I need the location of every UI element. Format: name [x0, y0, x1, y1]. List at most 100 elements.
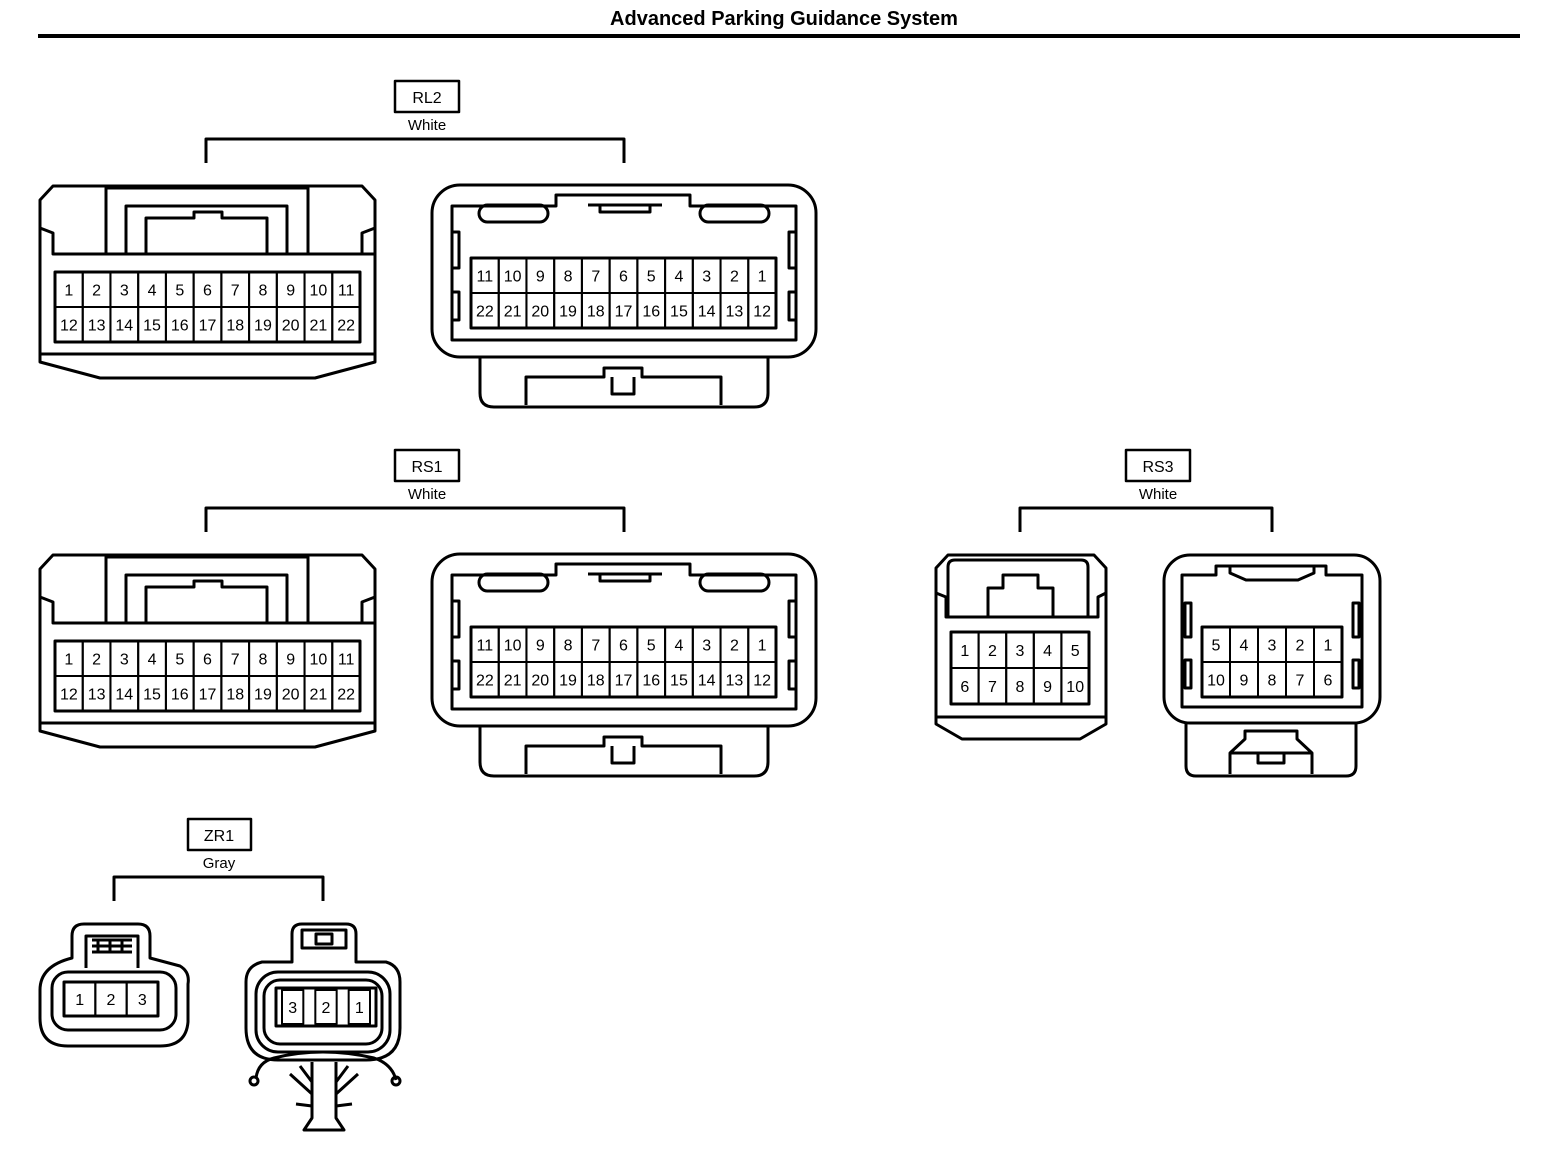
- connector-side-notch: [935, 591, 1107, 619]
- terminal-number: 1: [758, 268, 767, 285]
- connector-latch: [1228, 566, 1316, 582]
- connector-bracket: [204, 137, 626, 163]
- terminal-number: 9: [1043, 679, 1052, 696]
- page-title: Advanced Parking Guidance System: [610, 8, 958, 30]
- connector-label-box: [393, 79, 461, 114]
- connector-id: RL2: [412, 90, 441, 107]
- terminal-number: 1: [758, 637, 767, 654]
- terminal-number: 16: [642, 303, 660, 320]
- mounting-clip-wings: [254, 1050, 398, 1081]
- terminal-number: 18: [226, 317, 244, 334]
- connector-side-tab: [787, 659, 798, 691]
- terminal-number: 21: [310, 317, 328, 334]
- connector-bottom-latch: [478, 357, 770, 409]
- terminal-number: 4: [1240, 637, 1249, 654]
- connector-color: White: [1139, 486, 1177, 503]
- terminal-number: 21: [504, 303, 522, 320]
- terminal-number: 2: [322, 1000, 331, 1017]
- terminal-number: 7: [988, 679, 997, 696]
- terminal-number: 13: [88, 317, 106, 334]
- connector-lock: [84, 934, 140, 968]
- terminal-number: 5: [647, 637, 656, 654]
- connector-id: RS3: [1142, 459, 1173, 476]
- terminal-number: 11: [338, 282, 355, 299]
- connector-housing: [1162, 553, 1382, 725]
- mounting-clip-tip: [248, 1075, 260, 1087]
- connector-side-tab: [450, 230, 461, 270]
- terminal-number: 7: [1296, 672, 1305, 689]
- terminal-number: 16: [171, 317, 189, 334]
- terminal-number: 2: [730, 637, 739, 654]
- terminal-number: 3: [702, 268, 711, 285]
- terminal-number: 19: [559, 303, 577, 320]
- terminal-number: 1: [960, 643, 969, 660]
- connector-base: [934, 717, 1108, 741]
- terminal-number: 6: [619, 268, 628, 285]
- terminal-number: 9: [1240, 672, 1249, 689]
- connector-latch: [300, 928, 348, 950]
- connector-housing: [38, 922, 190, 1048]
- connector-side-tab: [450, 290, 461, 322]
- terminal-cell: [1313, 661, 1343, 698]
- terminal-number: 21: [504, 672, 522, 689]
- terminal-number: 17: [199, 686, 217, 703]
- terminal-number: 16: [642, 672, 660, 689]
- terminal-number: 4: [675, 637, 684, 654]
- terminal-number: 5: [175, 651, 184, 668]
- terminal-number: 20: [282, 686, 300, 703]
- connector-color: Gray: [203, 855, 236, 872]
- connector-side-tab: [1183, 658, 1193, 690]
- connector-slot: [698, 203, 771, 224]
- terminal-number: 17: [199, 317, 217, 334]
- terminal-number: 1: [64, 651, 73, 668]
- connector-id: ZR1: [204, 828, 234, 845]
- terminal-number: 6: [960, 679, 969, 696]
- terminal-number: 8: [564, 268, 573, 285]
- connector-color: White: [408, 117, 446, 134]
- connector-base: [38, 354, 377, 380]
- connector-inner-frame: [450, 562, 798, 711]
- connector-inner-frame: [262, 978, 384, 1046]
- terminal-number: 18: [226, 686, 244, 703]
- terminal-number: 8: [259, 651, 268, 668]
- connector-side-tab: [1351, 601, 1361, 639]
- terminal-number: 18: [587, 672, 605, 689]
- terminal-number: 9: [286, 651, 295, 668]
- terminal-cell: [347, 989, 371, 1025]
- connector-inner-frame: [450, 193, 798, 342]
- terminal-number: 10: [504, 268, 522, 285]
- terminal-number: 7: [591, 637, 600, 654]
- terminal-number: 19: [254, 686, 272, 703]
- terminal-number: 7: [231, 651, 240, 668]
- title-rule: [38, 34, 1520, 38]
- connector-housing: [430, 183, 818, 359]
- connector-inner-frame: [50, 970, 178, 1032]
- terminal-number: 5: [175, 282, 184, 299]
- terminal-number: 10: [1207, 672, 1225, 689]
- mounting-clip-stem: [288, 1062, 360, 1132]
- terminal-number: 12: [60, 686, 78, 703]
- terminal-number: 14: [115, 317, 133, 334]
- terminal-number: 6: [203, 282, 212, 299]
- terminal-number: 3: [120, 651, 129, 668]
- mounting-clip-tip: [390, 1075, 402, 1087]
- connector-latch: [588, 203, 662, 214]
- connector-bottom-latch: [478, 726, 770, 778]
- terminal-number: 3: [1016, 643, 1025, 660]
- connector-bracket: [204, 506, 626, 532]
- connector-lock-outline: [946, 558, 1090, 617]
- terminal-cell: [747, 292, 777, 329]
- terminal-cell: [747, 661, 777, 698]
- terminal-number: 7: [231, 282, 240, 299]
- connector-bottom-latch: [1184, 723, 1358, 778]
